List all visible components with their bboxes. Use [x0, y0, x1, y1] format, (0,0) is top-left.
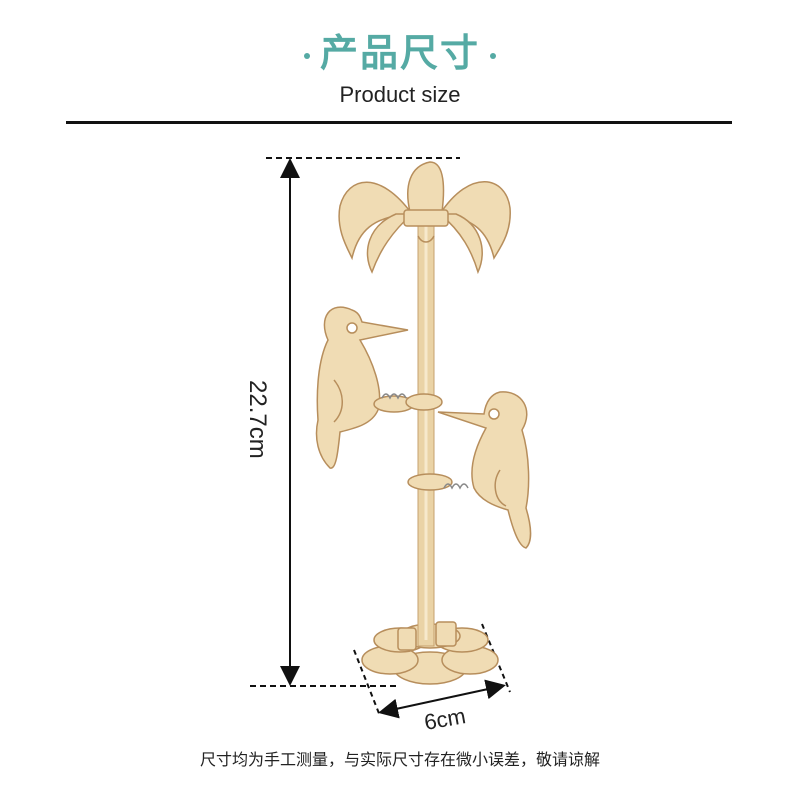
width-guide-left	[353, 649, 381, 717]
lower-collar	[407, 473, 453, 491]
width-arrow	[378, 679, 506, 719]
title-dot-right	[490, 52, 496, 59]
title-dot-left	[303, 52, 310, 59]
header-divider	[66, 121, 732, 124]
palm-leaves	[338, 161, 511, 275]
upper-spring	[381, 393, 407, 400]
woodpecker-lower	[437, 391, 532, 549]
page-subtitle: Product size	[339, 82, 461, 107]
height-label: 22.7cm	[244, 380, 271, 459]
lower-spring	[443, 483, 469, 490]
page-title: 产品尺寸	[319, 31, 480, 75]
page-title-wrap: 产品尺寸	[0, 22, 800, 77]
upper-collar	[405, 393, 443, 411]
woodpecker-upper	[315, 306, 415, 469]
measurement-note: 尺寸均为手工测量，与实际尺寸存在微小误差，敬请谅解	[199, 750, 600, 769]
width-label: 6cm	[422, 703, 467, 735]
